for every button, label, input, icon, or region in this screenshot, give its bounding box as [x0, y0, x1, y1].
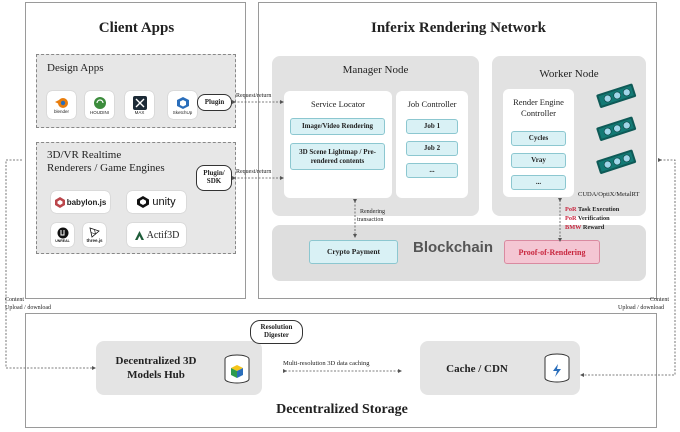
bmw-reward: BMW Reward: [565, 224, 604, 231]
digester-line1: Resolution: [260, 323, 293, 332]
content-right-line2: Upload / download: [618, 305, 664, 311]
rendering-transaction-line1: Rendering: [360, 209, 385, 215]
job-controller-title: Job Controller: [407, 99, 457, 109]
job-more-item[interactable]: ...: [406, 163, 458, 178]
content-left-line1: Content: [5, 297, 24, 303]
render-engine-title-line2: Controller: [521, 108, 556, 118]
design-apps-group: Design Apps blender HOUDINI MAX SketchUp: [36, 54, 236, 128]
render-engine-title-line1: Render Engine: [513, 97, 564, 107]
content-left-line2: Upload / download: [5, 305, 51, 311]
unity-label: unity: [152, 196, 176, 208]
service-locator-box: Service Locator Image/Video Rendering 3D…: [284, 91, 392, 198]
houdini-label: HOUDINI: [90, 109, 109, 115]
render-engine-box: Render Engine Controller Cycles Vray ...: [503, 89, 574, 197]
por-verification: PoR Verification: [565, 215, 610, 222]
manager-node-title: Manager Node: [342, 64, 409, 76]
blender-icon[interactable]: blender: [47, 91, 76, 119]
houdini-icon[interactable]: HOUDINI: [85, 91, 114, 119]
por-text-2: Verification: [578, 215, 610, 222]
babylonjs-logo[interactable]: babylon.js: [51, 191, 110, 213]
3dsmax-label: MAX: [134, 109, 145, 115]
threejs-label: three.js: [86, 238, 103, 243]
cdn-database-icon: [544, 353, 570, 383]
engine-more-item[interactable]: ...: [511, 175, 566, 190]
vray-item[interactable]: Vray: [511, 153, 566, 168]
rendering-transaction-line2: transaction: [357, 217, 384, 223]
proof-of-rendering-item[interactable]: Proof-of-Rendering: [504, 240, 600, 264]
unreal-logo[interactable]: UNREAL: [51, 223, 74, 247]
digester-line2: Digester: [264, 331, 289, 339]
por-text-1: Task Execution: [578, 206, 620, 213]
resolution-digester-pill: Resolution Digester: [250, 320, 303, 344]
job-2-item[interactable]: Job 2: [406, 141, 458, 156]
unity-logo[interactable]: unity: [127, 191, 186, 213]
client-apps-title: Client Apps: [98, 20, 175, 36]
realtime-title-line1: 3D/VR Realtime: [47, 149, 122, 161]
gpu-label: CUDA/OptiX/MetalRT: [578, 191, 640, 198]
request-return-label-2: Request/return: [236, 169, 272, 175]
multires-label: Multi-resolution 3D data caching: [283, 360, 370, 367]
cache-cdn-box: Cache / CDN: [420, 341, 580, 395]
cdn-title: Cache / CDN: [446, 363, 508, 375]
cycles-item[interactable]: Cycles: [511, 131, 566, 146]
threejs-logo[interactable]: three.js: [83, 223, 106, 247]
3dsmax-icon[interactable]: MAX: [125, 91, 154, 119]
request-return-label-1: Request/return: [236, 93, 272, 99]
plugin-sdk-line1: Plugin/: [203, 169, 225, 178]
por-text-3: Reward: [582, 224, 605, 231]
unreal-label: UNREAL: [55, 239, 70, 243]
realtime-engines-group: 3D/VR Realtime Renderers / Game Engines …: [36, 142, 236, 254]
blockchain-title: Blockchain: [412, 239, 494, 256]
babylonjs-label: babylon.js: [66, 197, 107, 207]
image-video-rendering-item[interactable]: Image/Video Rendering: [290, 118, 385, 135]
worker-node-title: Worker Node: [539, 68, 599, 80]
blender-label: blender: [53, 108, 69, 114]
actif3d-logo[interactable]: Actif3D: [127, 223, 186, 247]
service-locator-title: Service Locator: [310, 99, 366, 109]
actif3d-label: Actif3D: [146, 229, 180, 241]
blockchain-bar: Crypto Payment Blockchain Proof-of-Rende…: [272, 225, 646, 281]
hub-title-line1: Decentralized 3D: [115, 355, 197, 367]
por-task-execution: PoR Task Execution: [565, 206, 619, 213]
por-tag-2: PoR: [565, 215, 577, 222]
realtime-title-line2: Renderers / Game Engines: [47, 162, 165, 174]
sketchup-label: SketchUp: [172, 109, 193, 115]
por-tag-1: PoR: [565, 206, 577, 213]
job-controller-box: Job Controller Job 1 Job 2 ...: [396, 91, 468, 198]
por-tag-3: BMW: [565, 224, 582, 231]
plugin-sdk-pill: Plugin/ SDK: [196, 165, 232, 191]
design-apps-title: Design Apps: [47, 62, 104, 74]
plugin-pill: Plugin: [197, 94, 232, 111]
sketchup-icon[interactable]: SketchUp: [168, 91, 197, 119]
storage-title: Decentralized Storage: [276, 402, 408, 417]
models-hub-box: Decentralized 3D Models Hub: [96, 341, 262, 395]
database-cube-icon: [224, 354, 250, 384]
job-1-item[interactable]: Job 1: [406, 119, 458, 134]
content-right-line1: Content: [650, 297, 669, 303]
hub-title-line2: Models Hub: [127, 369, 185, 381]
client-apps-panel: Client Apps Design Apps blender HOUDINI …: [25, 2, 246, 299]
network-title: Inferix Rendering Network: [371, 20, 546, 36]
scene-lightmap-item[interactable]: 3D Scene Lightmap / Pre-rendered content…: [290, 143, 385, 170]
plugin-sdk-line2: SDK: [206, 177, 222, 185]
crypto-payment-item[interactable]: Crypto Payment: [309, 240, 398, 264]
